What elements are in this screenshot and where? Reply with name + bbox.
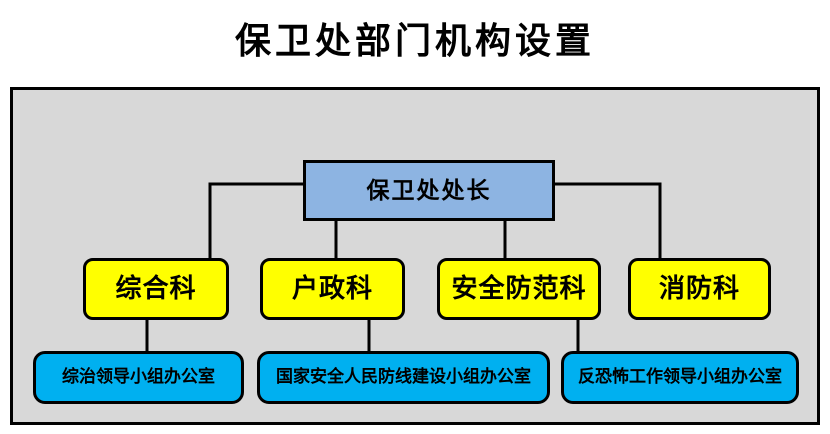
node-section-xiaofang: 消防科 (628, 258, 771, 320)
node-office-fankongbu: 反恐怖工作领导小组办公室 (561, 351, 799, 404)
node-office-zongzhi: 综治领导小组办公室 (33, 351, 244, 404)
node-section-anquanfangfan: 安全防范科 (437, 258, 601, 320)
node-section-huzheng: 户政科 (260, 258, 405, 320)
node-section-zonghe: 综合科 (83, 258, 229, 320)
node-director: 保卫处处长 (303, 160, 555, 221)
page-title: 保卫处部门机构设置 (234, 21, 595, 61)
node-office-guojia-anquan: 国家安全人民防线建设小组办公室 (257, 351, 550, 404)
